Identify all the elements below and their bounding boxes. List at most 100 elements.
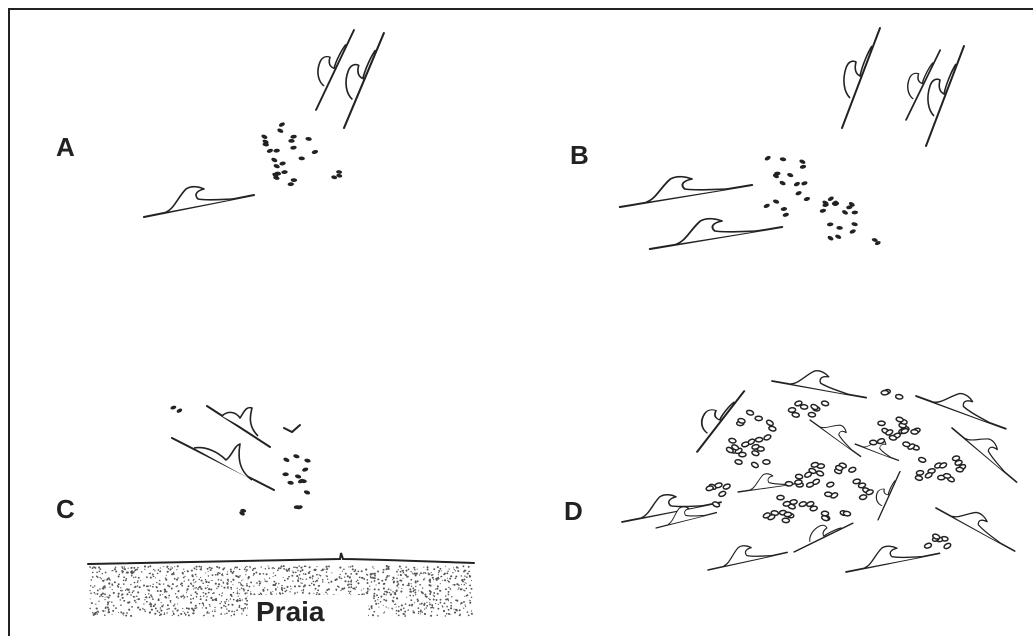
fish bbox=[735, 459, 743, 465]
fish bbox=[763, 203, 770, 209]
dolphin-d13 bbox=[708, 546, 787, 570]
fish bbox=[810, 506, 818, 512]
fish bbox=[952, 455, 960, 461]
fish bbox=[302, 467, 309, 473]
fish bbox=[751, 461, 759, 468]
fish bbox=[782, 518, 790, 523]
fish bbox=[795, 474, 803, 479]
fish bbox=[706, 485, 714, 491]
dolphin-d12 bbox=[936, 489, 1019, 564]
fish bbox=[821, 400, 829, 406]
fish bbox=[782, 212, 789, 217]
fish bbox=[795, 480, 803, 485]
dolphin-a1 bbox=[144, 187, 254, 217]
fish bbox=[779, 180, 786, 186]
fish bbox=[895, 394, 903, 399]
fish bbox=[878, 421, 885, 426]
fish bbox=[779, 157, 786, 162]
fish bbox=[943, 473, 951, 478]
fish bbox=[859, 494, 867, 500]
fish bbox=[911, 429, 919, 434]
fish bbox=[819, 208, 826, 213]
fish bbox=[780, 207, 787, 212]
fish bbox=[282, 472, 288, 476]
fish bbox=[271, 157, 278, 163]
fish bbox=[851, 222, 858, 227]
fish bbox=[279, 161, 286, 166]
dolphin-d5 bbox=[952, 413, 1022, 493]
fish bbox=[298, 156, 305, 160]
fish bbox=[764, 155, 771, 161]
panel-label-b: B bbox=[570, 140, 589, 170]
fish bbox=[766, 419, 774, 426]
fish bbox=[806, 482, 814, 488]
fish bbox=[741, 441, 749, 447]
fish bbox=[739, 452, 746, 456]
fish bbox=[825, 492, 833, 497]
fish bbox=[801, 181, 808, 186]
fish bbox=[772, 199, 779, 205]
fish bbox=[266, 148, 273, 154]
fish bbox=[827, 196, 834, 202]
fish bbox=[803, 196, 810, 202]
fish bbox=[714, 482, 722, 488]
fish bbox=[771, 510, 779, 515]
fish bbox=[788, 407, 796, 412]
panel-label-a: A bbox=[56, 132, 75, 162]
dolphin-d1 bbox=[772, 356, 869, 416]
fish bbox=[277, 128, 284, 134]
fish bbox=[821, 511, 828, 516]
fish bbox=[768, 426, 776, 432]
fish bbox=[787, 172, 794, 178]
fish bbox=[799, 159, 806, 165]
fish bbox=[763, 460, 770, 465]
fish bbox=[293, 454, 300, 459]
fish bbox=[783, 501, 791, 507]
fish bbox=[799, 164, 806, 169]
fish bbox=[853, 479, 861, 485]
fish-school-d bbox=[706, 389, 967, 550]
shoreline bbox=[88, 553, 474, 564]
fish bbox=[273, 148, 280, 152]
fish bbox=[916, 470, 924, 475]
fish bbox=[288, 139, 294, 143]
fish bbox=[287, 480, 294, 485]
fish bbox=[799, 501, 807, 507]
dolphin-d2 bbox=[916, 373, 1010, 446]
fish bbox=[305, 137, 312, 142]
fish bbox=[889, 435, 897, 441]
fish bbox=[288, 182, 295, 186]
fish bbox=[918, 457, 926, 463]
fish bbox=[170, 405, 177, 410]
fish bbox=[793, 181, 800, 187]
fish bbox=[896, 416, 904, 422]
fish bbox=[278, 121, 285, 127]
fish bbox=[777, 495, 784, 499]
fish bbox=[290, 134, 297, 139]
fish bbox=[795, 190, 802, 196]
fish bbox=[827, 222, 834, 226]
fish bbox=[848, 467, 856, 473]
fish bbox=[870, 440, 877, 445]
dolphin-b1 bbox=[620, 177, 752, 207]
beach: Praia bbox=[88, 553, 474, 627]
fish bbox=[816, 470, 824, 477]
fish bbox=[881, 390, 888, 395]
fish bbox=[843, 511, 851, 517]
fish bbox=[728, 438, 736, 444]
dolphin-d14 bbox=[846, 546, 940, 572]
dolphin-c2 bbox=[172, 438, 274, 490]
fish bbox=[763, 434, 771, 441]
fish bbox=[851, 210, 858, 214]
fish bbox=[718, 490, 726, 497]
dolphin-d9 bbox=[622, 495, 721, 522]
fish bbox=[792, 412, 800, 418]
fish bbox=[755, 416, 762, 421]
surface-mark-c bbox=[284, 425, 300, 432]
dolphin-d4 bbox=[810, 406, 865, 466]
fish bbox=[836, 226, 843, 230]
fish bbox=[915, 475, 923, 481]
fish bbox=[297, 478, 304, 484]
fish bbox=[808, 412, 816, 417]
